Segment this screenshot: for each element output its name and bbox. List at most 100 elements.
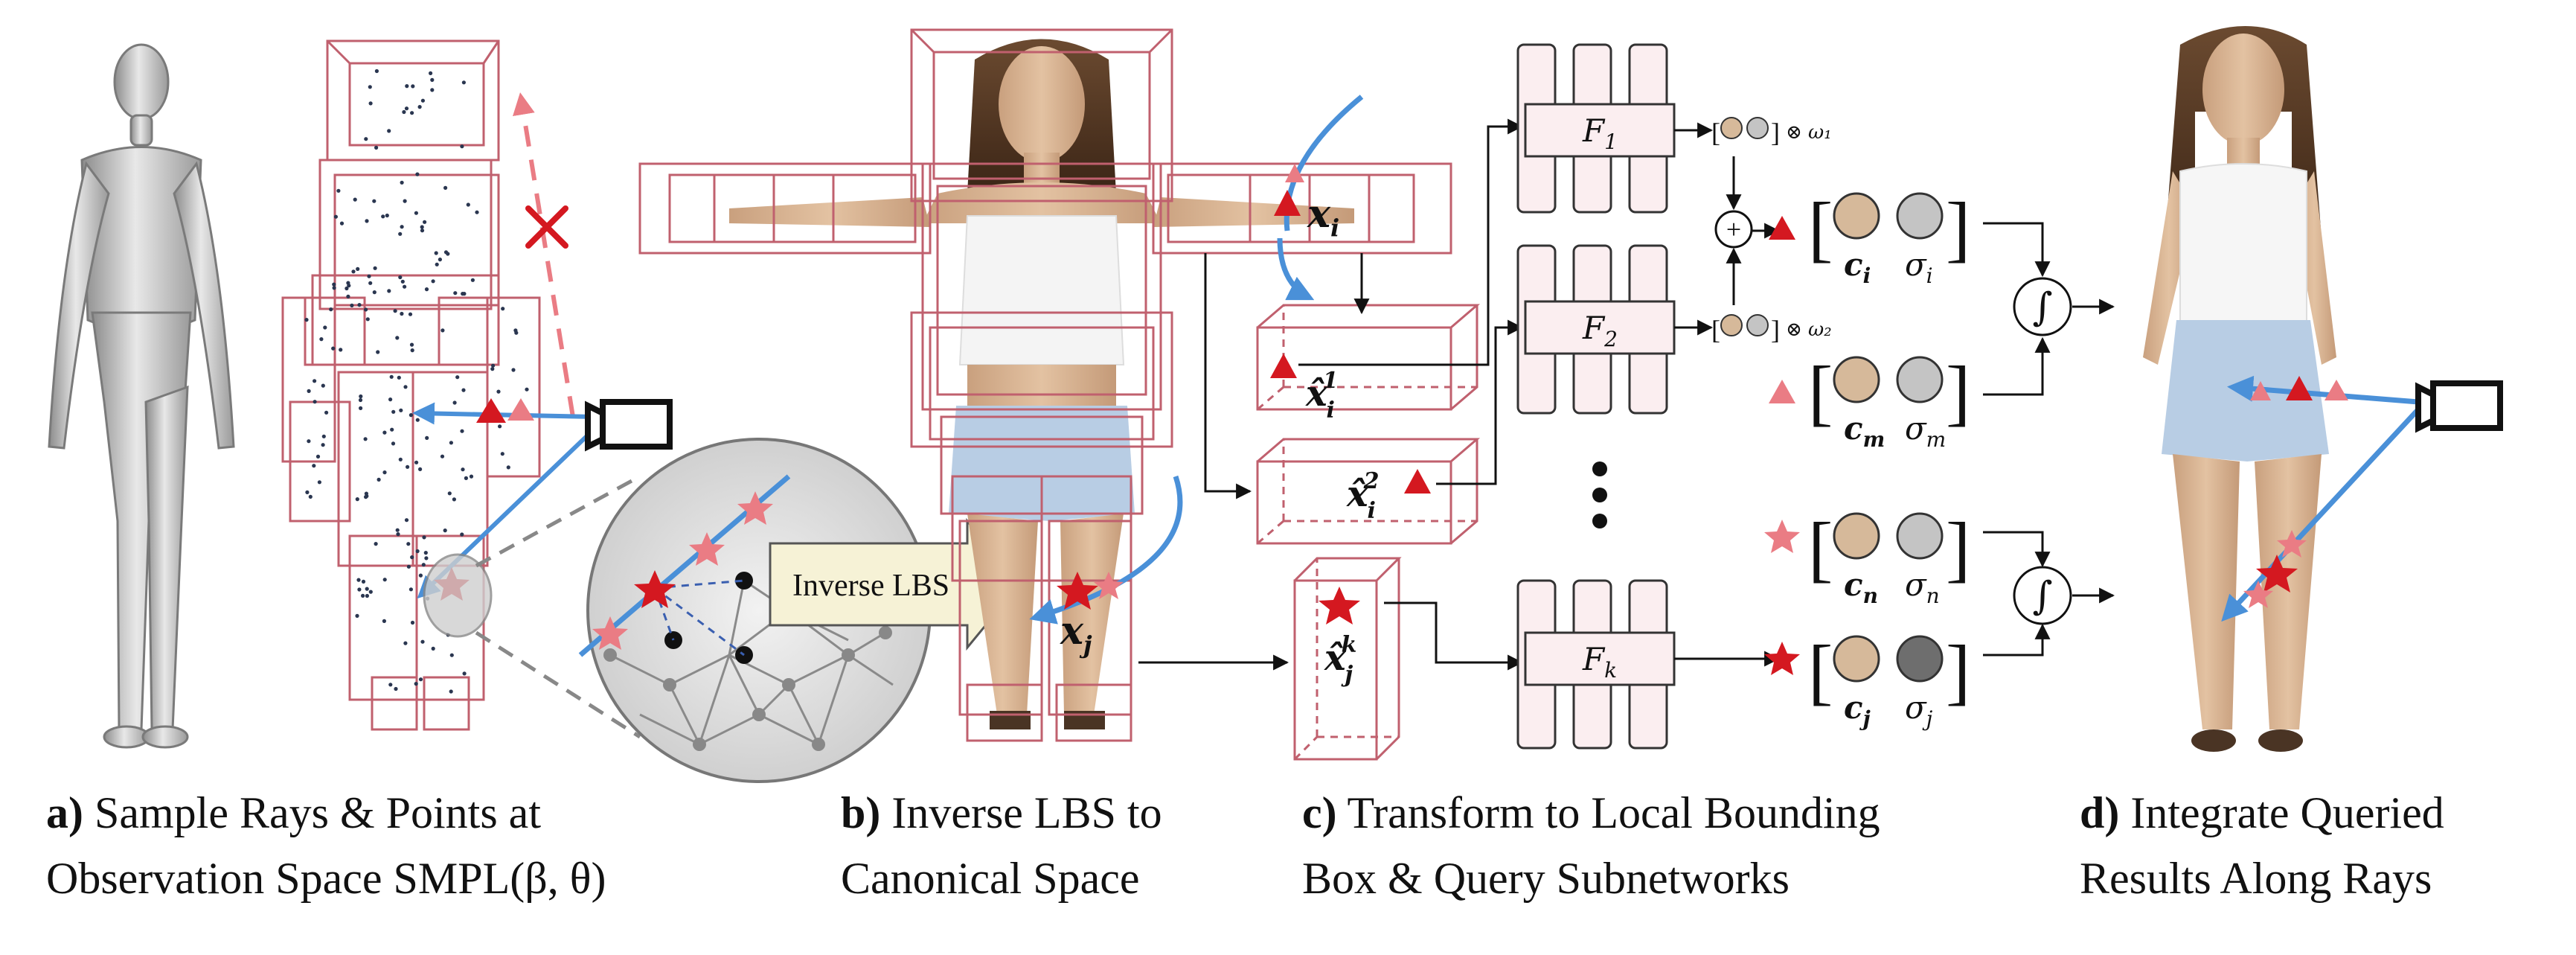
point-cloud-dot [382,619,387,624]
caption-c: c) Transform to Local Bounding Box & Que… [1302,788,1880,903]
point-cloud-dot [336,188,341,193]
point-cloud-dot [449,441,454,445]
point-cloud-dot [452,497,457,502]
point-cloud-dot [415,172,420,176]
point-cloud-dot [400,180,404,185]
point-cloud-dot [321,383,325,388]
point-cloud-dot [395,528,400,532]
point-cloud-dot [374,542,378,546]
point-cloud-dot [414,682,418,686]
point-cloud-dot [410,555,414,560]
point-cloud-dot [356,266,360,271]
local-box-2 [1256,438,1481,545]
point-cloud-dot [368,590,373,594]
point-cloud-dot [368,85,372,89]
point-cloud-dot [324,410,329,415]
point-cloud-dot [353,197,357,202]
point-cloud-dot [421,563,426,567]
point-cloud-dot [443,528,447,533]
point-cloud-dot [404,106,409,111]
x-j-label: xj [1060,608,1092,659]
point-cloud-dot [460,532,464,537]
point-cloud-dot [422,535,426,540]
point-cloud-dot [423,220,427,224]
local-box-1 [1256,304,1481,411]
smpl-mesh-figure [48,43,235,749]
canonical-red-triangle [1274,190,1301,216]
point-cloud-dot [462,671,467,676]
sigma-m-label: σm [1905,410,1946,452]
point-cloud-dot [462,292,467,296]
c-j-label: cj [1844,689,1871,731]
point-cloud-dot [410,111,414,115]
sample-pink-triangle [507,398,534,421]
canonical-ray-bottom [1029,475,1183,625]
point-cloud-dot [406,464,410,469]
rejected-ray [513,92,575,418]
point-cloud-dot [417,105,422,109]
point-cloud-dot [429,71,433,75]
point-cloud-dot [466,202,470,207]
point-cloud-dot [438,258,443,262]
svg-text:[: [ [1711,118,1720,147]
point-cloud-dot [447,491,452,496]
point-cloud-dot [393,309,397,313]
point-cloud-dot [365,587,369,591]
point-cloud-dot [365,317,370,322]
camera-ray-a1 [412,402,596,425]
point-cloud-dot [388,397,393,402]
point-cloud-dot [414,211,419,215]
point-cloud-dot [398,457,403,461]
render-pink-star [2277,530,2307,558]
render-ray-2 [2221,407,2420,622]
point-cloud-dot [388,683,393,687]
caption-d: d) Integrate Queried Results Along Rays [2080,788,2444,903]
canonical-red-star [1057,572,1098,610]
point-cloud-dot [364,307,368,312]
sigma-n-label: σn [1905,566,1940,608]
render-pink-triangle [2325,380,2348,400]
omega2-label: ⊗ ω₂ [1786,319,1832,341]
point-cloud-dot [430,77,435,82]
point-cloud-dot [418,573,423,578]
point-cloud-dot [390,427,394,432]
point-cloud-dot [351,269,356,274]
sum-plus-icon: + [1726,214,1741,244]
point-cloud-dot [490,367,495,371]
point-cloud-dot [453,291,458,296]
svg-text:[: [ [1711,315,1720,345]
point-cloud-dot [358,397,363,403]
point-cloud-dot [329,307,333,312]
point-cloud-dot [313,379,317,383]
point-cloud-dot [339,221,345,226]
svg-text:]: ] [1946,351,1970,433]
point-cloud-dot [361,579,366,584]
weighted-output-1: [ ] ⊗ ω₁ [1711,117,1832,147]
point-cloud-dot [355,613,359,619]
render-red-triangle [2286,376,2313,400]
point-cloud-dot [420,639,425,644]
subnetwork-f2: F2 [1516,244,1676,415]
point-cloud-dot [396,532,400,537]
point-cloud-dot [387,289,391,293]
point-cloud-dot [350,303,354,307]
canonical-pink-triangle [1285,164,1304,182]
result-row-m: [ ] cm σm [1769,351,1970,452]
subnetwork-fk: Fk [1516,579,1676,750]
f1-label: F1 [1582,112,1618,154]
point-cloud-dot [364,137,368,141]
point-cloud-dot [408,312,413,316]
point-cloud-dot [420,229,425,233]
canonical-bounding-boxes [638,28,1452,742]
point-cloud-dot [315,454,321,459]
point-cloud-dot [452,400,457,405]
ellipsis-dots [1592,461,1607,528]
result-row-j: [ ] cj σj [1764,630,1970,731]
sigma-i-label: σi [1905,246,1933,288]
rendered-person [2143,26,2336,752]
point-cloud-dot [345,286,349,291]
f2-label: F2 [1582,310,1618,351]
point-cloud-dot [400,279,405,284]
